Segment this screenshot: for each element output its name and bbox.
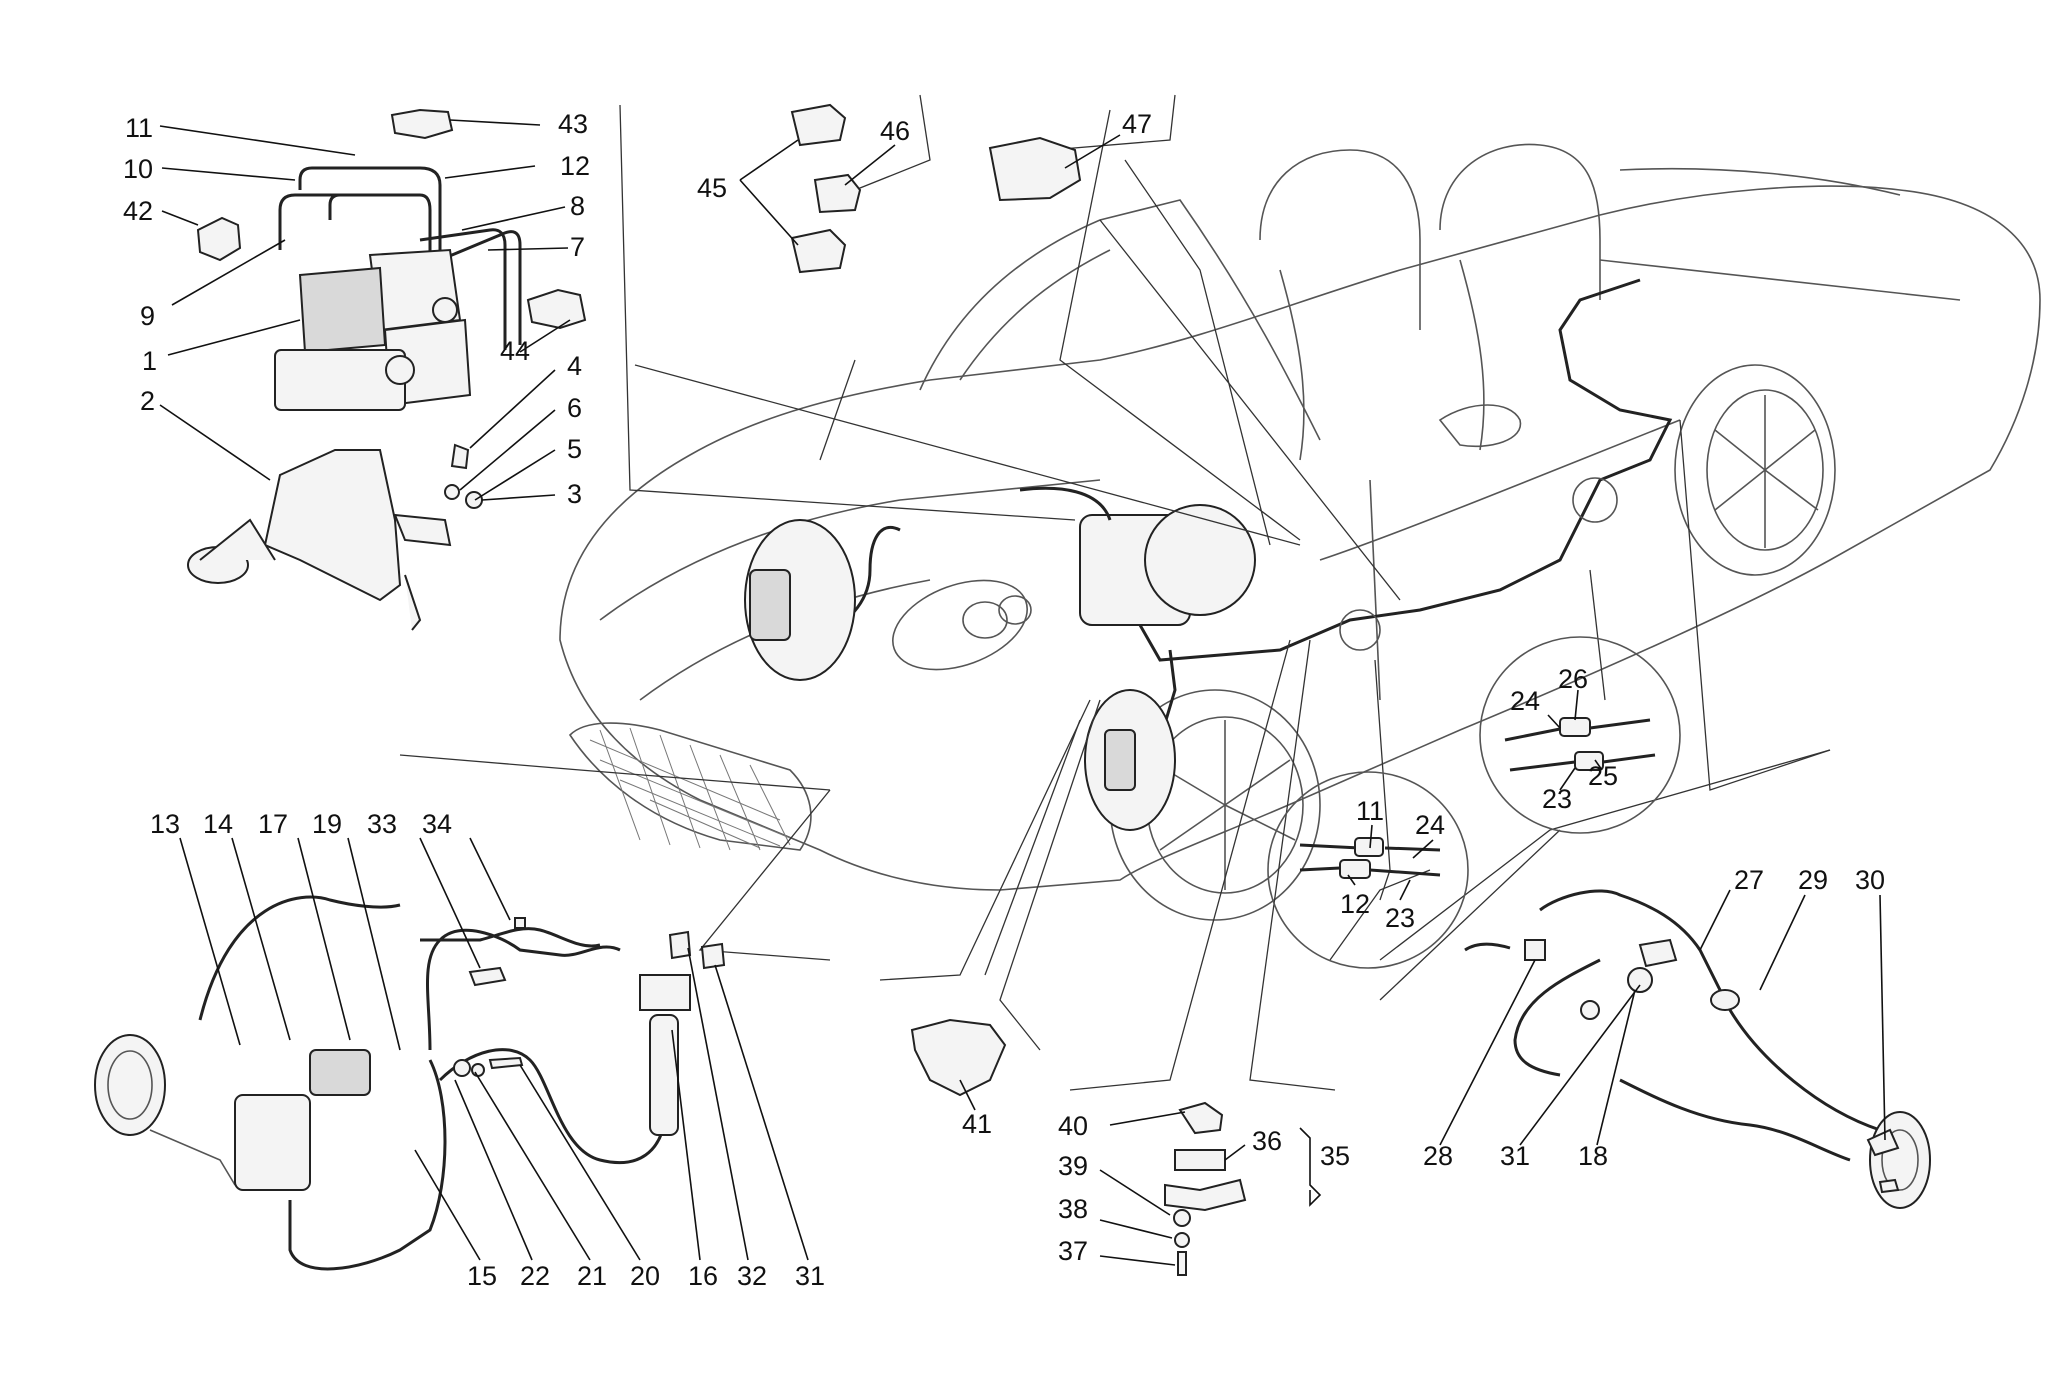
callout-19: 19 [312,809,342,839]
callout-5: 5 [567,434,582,464]
leader-lines [159,119,1886,1266]
callout-29: 29 [1798,865,1828,895]
callout-43: 43 [558,109,588,139]
callout-24-detail-left: 24 [1415,810,1445,840]
callout-26: 26 [1558,664,1588,694]
callout-36: 36 [1252,1126,1282,1156]
clips-45-46-47 [790,103,1082,274]
callout-12-detail: 12 [1340,889,1370,919]
callout-41: 41 [962,1109,992,1139]
callout-16: 16 [688,1261,718,1291]
callout-32: 32 [737,1261,767,1291]
callout-labels: 11 10 42 9 1 2 43 12 8 7 44 4 6 5 3 45 4… [123,109,1885,1291]
callout-11-detail: 11 [1356,796,1384,826]
callout-15: 15 [467,1261,497,1291]
callout-11-top: 11 [125,113,153,143]
front-wheel-spokes [1157,720,1296,890]
callout-23-detail-right: 23 [1542,784,1572,814]
callout-13: 13 [150,809,180,839]
callout-1: 1 [142,346,157,376]
rear-wheel-spokes [1714,395,1819,548]
clip-group-35-41 [910,1018,1247,1276]
callout-18: 18 [1578,1141,1608,1171]
callout-3: 3 [567,479,582,509]
callout-9: 9 [140,301,155,331]
callout-30: 30 [1855,865,1885,895]
callout-21: 21 [577,1261,607,1291]
car-outline [559,143,2041,921]
callout-6: 6 [567,393,582,423]
callout-10: 10 [123,154,153,184]
callout-28: 28 [1423,1141,1453,1171]
callout-44: 44 [500,336,530,366]
callout-31-left: 31 [795,1261,825,1291]
abs-unit-group [187,108,587,631]
callout-8: 8 [570,191,585,221]
detail-circle-right [1479,636,1681,834]
callout-38: 38 [1058,1194,1088,1224]
callout-20: 20 [630,1261,660,1291]
callout-7: 7 [570,232,585,262]
callout-27: 27 [1734,865,1764,895]
detail-circle-rear-lines [1339,477,1618,651]
callout-2: 2 [140,386,155,416]
callout-14: 14 [203,809,233,839]
callout-39: 39 [1058,1151,1088,1181]
callout-4: 4 [567,351,582,381]
divider-lines [399,94,1831,1091]
callout-17: 17 [258,809,288,839]
callout-46: 46 [880,116,910,146]
car-brake-lines [744,278,1673,831]
callout-35: 35 [1320,1141,1350,1171]
callout-22: 22 [520,1261,550,1291]
callout-12-top: 12 [560,151,590,181]
callout-31-right: 31 [1500,1141,1530,1171]
callout-37: 37 [1058,1236,1088,1266]
callout-23-detail-left: 23 [1385,903,1415,933]
callout-25: 25 [1588,761,1618,791]
rear-sensor-group [1464,889,1931,1209]
callout-24-detail-right: 24 [1510,686,1540,716]
grille-mesh [589,727,791,851]
callout-40: 40 [1058,1111,1088,1141]
callout-34: 34 [422,809,452,839]
callout-45: 45 [697,173,727,203]
wheel-sensor-hose-group [94,895,726,1271]
callout-33: 33 [367,809,397,839]
callout-42: 42 [123,196,153,226]
callout-47: 47 [1122,109,1152,139]
detail-circle-left [1267,771,1469,969]
